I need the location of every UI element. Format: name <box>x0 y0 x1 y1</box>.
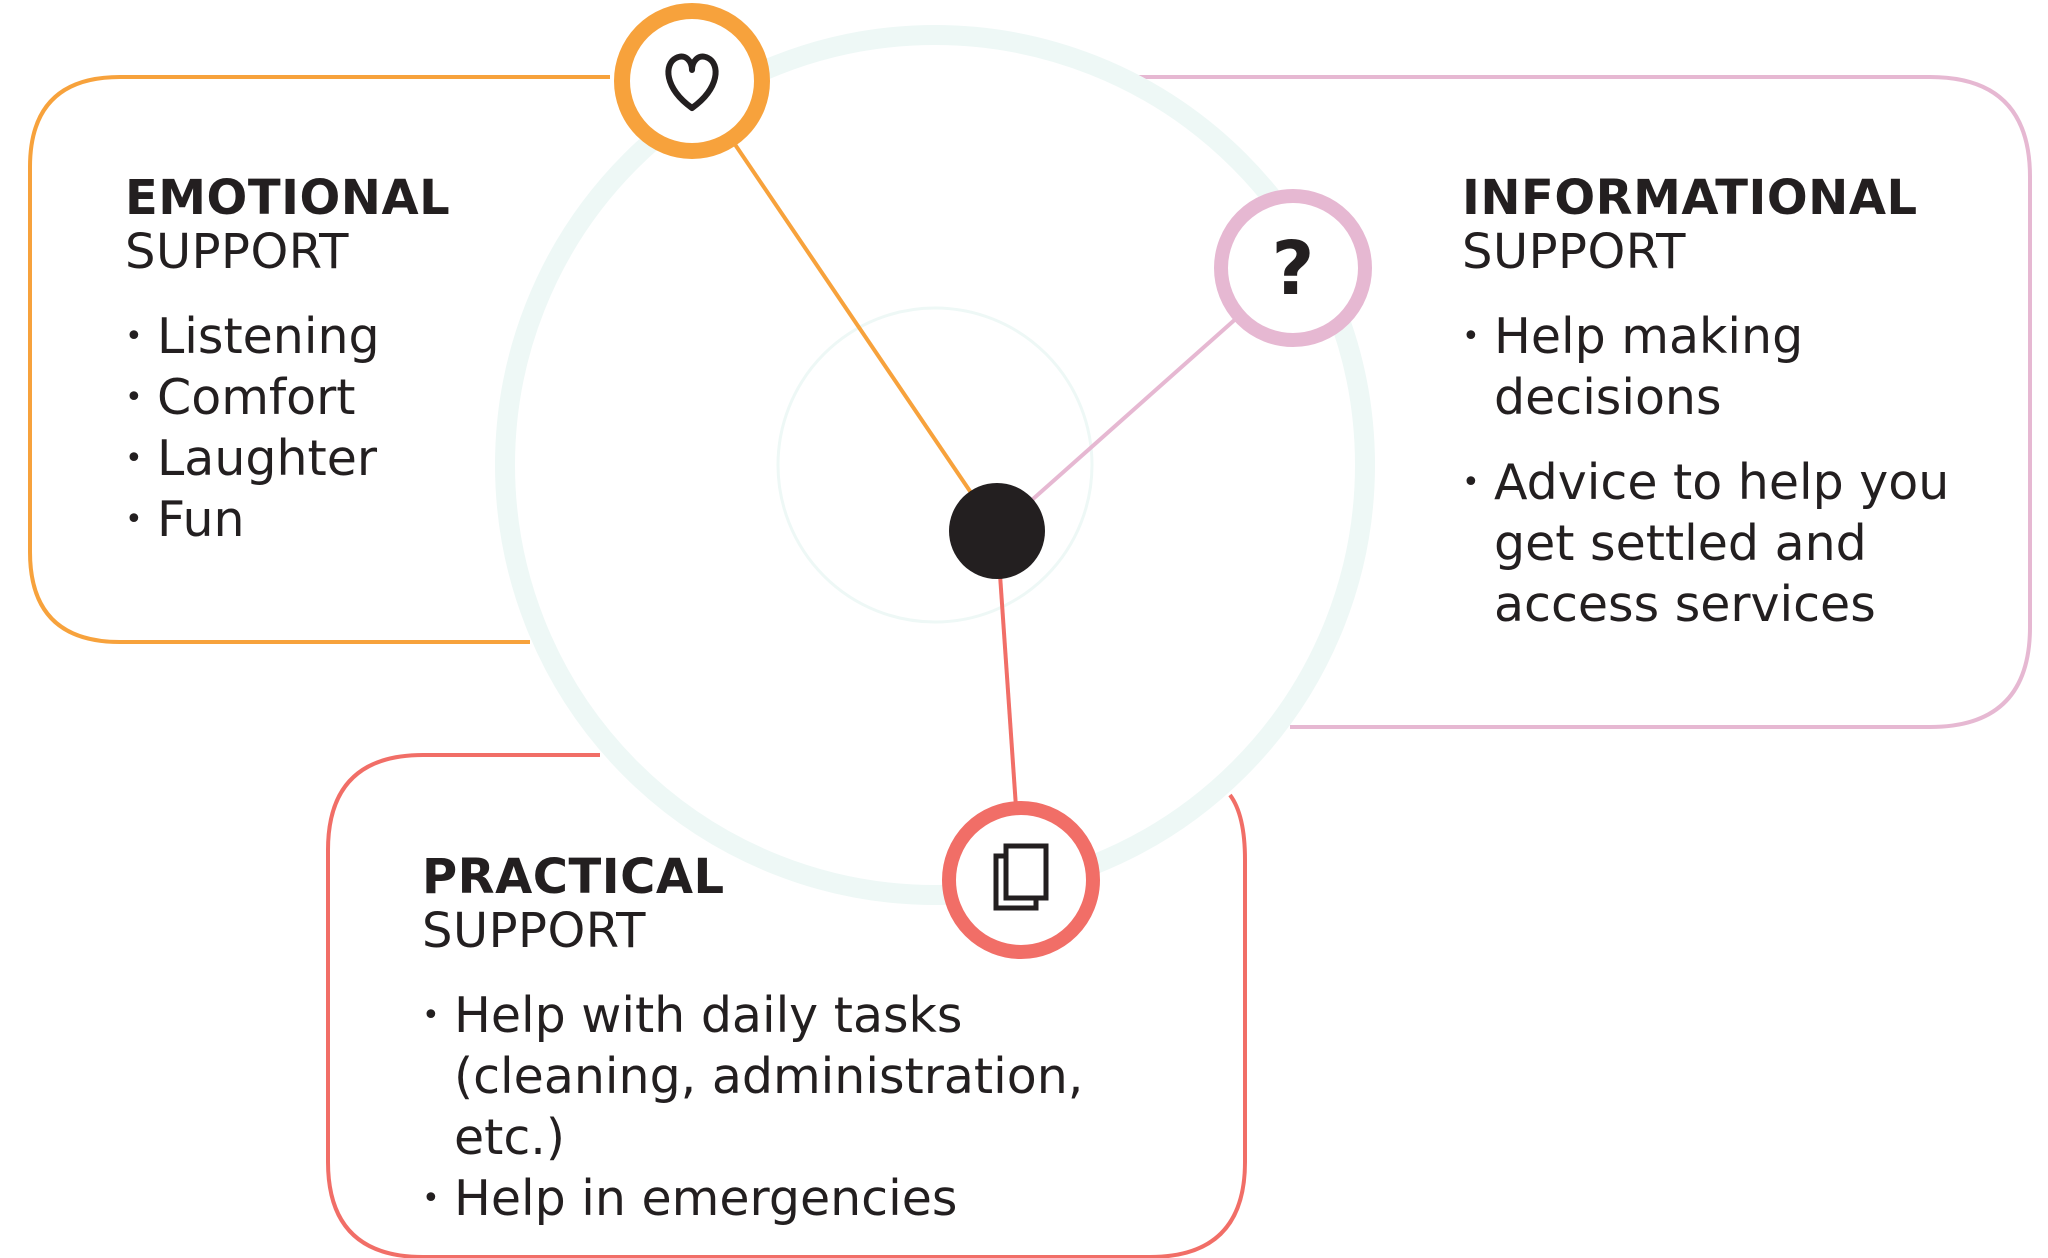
emotional-subheading: SUPPORT <box>125 224 349 280</box>
inner-ring <box>776 306 1094 624</box>
practical-node <box>942 801 1100 959</box>
list-item: Help making decisions <box>1462 306 1834 428</box>
emotional-text: EMOTIONAL SUPPORT Listening Comfort Laug… <box>125 174 450 550</box>
informational-card <box>1130 75 2032 729</box>
informational-text: INFORMATIONAL SUPPORT Help making decisi… <box>1462 174 1982 635</box>
question-icon: ? <box>1272 226 1315 312</box>
list-item: Listening <box>125 306 450 367</box>
list-item: Help with daily tasks (cleaning, adminis… <box>422 985 1174 1168</box>
list-item: Fun <box>125 489 450 550</box>
practical-heading: PRACTICAL <box>422 849 725 905</box>
center-dot <box>949 483 1045 579</box>
informational-node: ? <box>1214 189 1372 347</box>
emotional-connector <box>690 79 999 533</box>
practical-subheading: SUPPORT <box>422 903 646 959</box>
list-item: Help in emergencies <box>422 1168 1202 1229</box>
emotional-card <box>28 75 610 644</box>
practical-text: PRACTICAL SUPPORT Help with daily tasks … <box>422 853 1202 1229</box>
practical-card <box>326 753 1247 1258</box>
informational-subheading: SUPPORT <box>1462 224 1686 280</box>
documents-icon <box>993 843 1049 911</box>
emotional-heading: EMOTIONAL <box>125 170 451 226</box>
heart-icon <box>665 53 719 111</box>
informational-list: Help making decisions Advice to help you… <box>1462 306 1982 635</box>
list-item: Laughter <box>125 428 450 489</box>
list-item: Advice to help you get settled and acces… <box>1462 452 1964 635</box>
list-item: Comfort <box>125 367 450 428</box>
outer-ring <box>495 25 1375 905</box>
practical-list: Help with daily tasks (cleaning, adminis… <box>422 985 1202 1229</box>
emotional-list: Listening Comfort Laughter Fun <box>125 306 450 550</box>
emotional-node <box>614 3 770 159</box>
informational-heading: INFORMATIONAL <box>1462 170 1918 226</box>
